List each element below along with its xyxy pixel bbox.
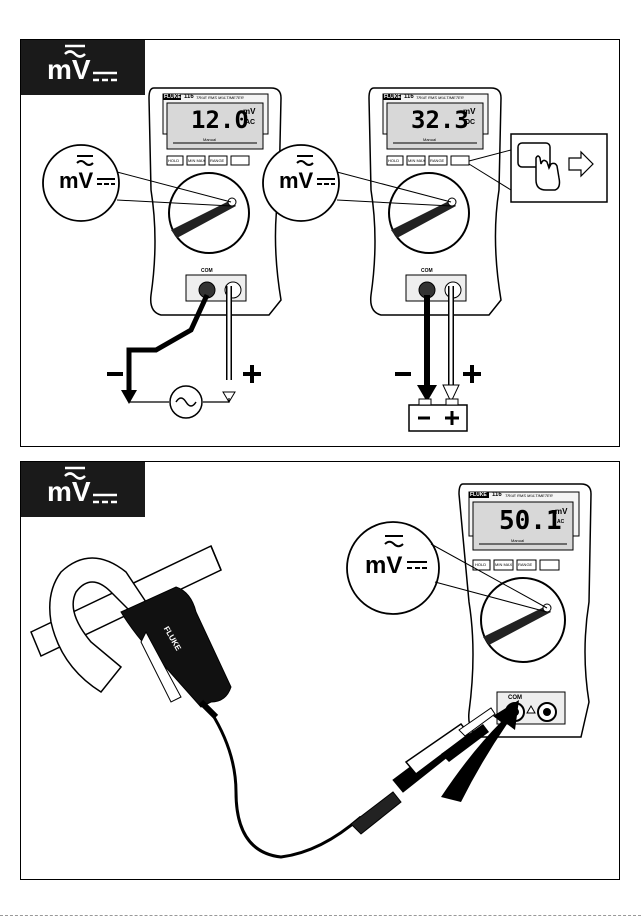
meter-3-scale-label: Manual xyxy=(511,538,524,543)
meter-2-scale-label: Manual xyxy=(423,137,436,142)
meter-2-unit: mV xyxy=(463,107,475,116)
meter-3-title: TRUE RMS MULTIMETER xyxy=(505,493,553,498)
meter-3-unit: mV xyxy=(555,507,567,516)
meter-2-com-terminal: COM xyxy=(421,268,433,274)
meter-2-model: 116 xyxy=(404,94,414,100)
meter-1-mode: AC xyxy=(245,119,255,126)
meter-3-range-button[interactable]: RANGE xyxy=(518,562,532,567)
meter-2-minmax-button[interactable]: MIN MAX xyxy=(408,158,425,163)
meter-1-hold-button[interactable]: HOLD xyxy=(168,158,179,163)
meter-1-brand: FLUKE xyxy=(164,94,181,100)
meter-1-title: TRUE RMS MULTIMETER xyxy=(196,95,244,100)
meter-3-com-terminal: COM xyxy=(508,695,522,701)
meter-3-brand: FLUKE xyxy=(470,492,487,498)
meter-3-mode: AC xyxy=(557,519,564,525)
meter-2-range-button[interactable]: RANGE xyxy=(430,158,444,163)
meter-1-com-terminal: COM xyxy=(201,268,213,274)
meter-2-reading: 32.3 xyxy=(411,106,469,134)
battery-icon xyxy=(409,399,467,431)
ac-source-circuit xyxy=(129,386,229,418)
meter-2-hold-button[interactable]: HOLD xyxy=(388,158,399,163)
meter-3-reading: 50.1 xyxy=(499,506,562,536)
polarity-marks-right xyxy=(395,365,481,383)
meter-2-mode: DC xyxy=(465,119,475,126)
clamp-cable xyxy=(211,712,361,857)
meter-1-scale-label: Manual xyxy=(203,137,216,142)
meter-1-model: 116 xyxy=(184,94,194,100)
meter-1-reading: 12.0 xyxy=(191,106,249,134)
meter-1-minmax-button[interactable]: MIN MAX xyxy=(188,158,205,163)
meter-3-minmax-button[interactable]: MIN MAX xyxy=(495,562,512,567)
top-panel: mV xyxy=(20,39,620,447)
meter-1-range-button[interactable]: RANGE xyxy=(210,158,224,163)
page-cut-line xyxy=(0,915,641,916)
bottom-panel: mV xyxy=(20,461,620,880)
meter-3-model: 116 xyxy=(492,492,502,498)
meter-2-brand: FLUKE xyxy=(384,94,401,100)
meter-3-hold-button[interactable]: HOLD xyxy=(475,562,486,567)
meter-2-title: TRUE RMS MULTIMETER xyxy=(416,95,464,100)
left-meter-diagram xyxy=(21,40,620,447)
meter-1-unit: mV xyxy=(243,107,255,116)
